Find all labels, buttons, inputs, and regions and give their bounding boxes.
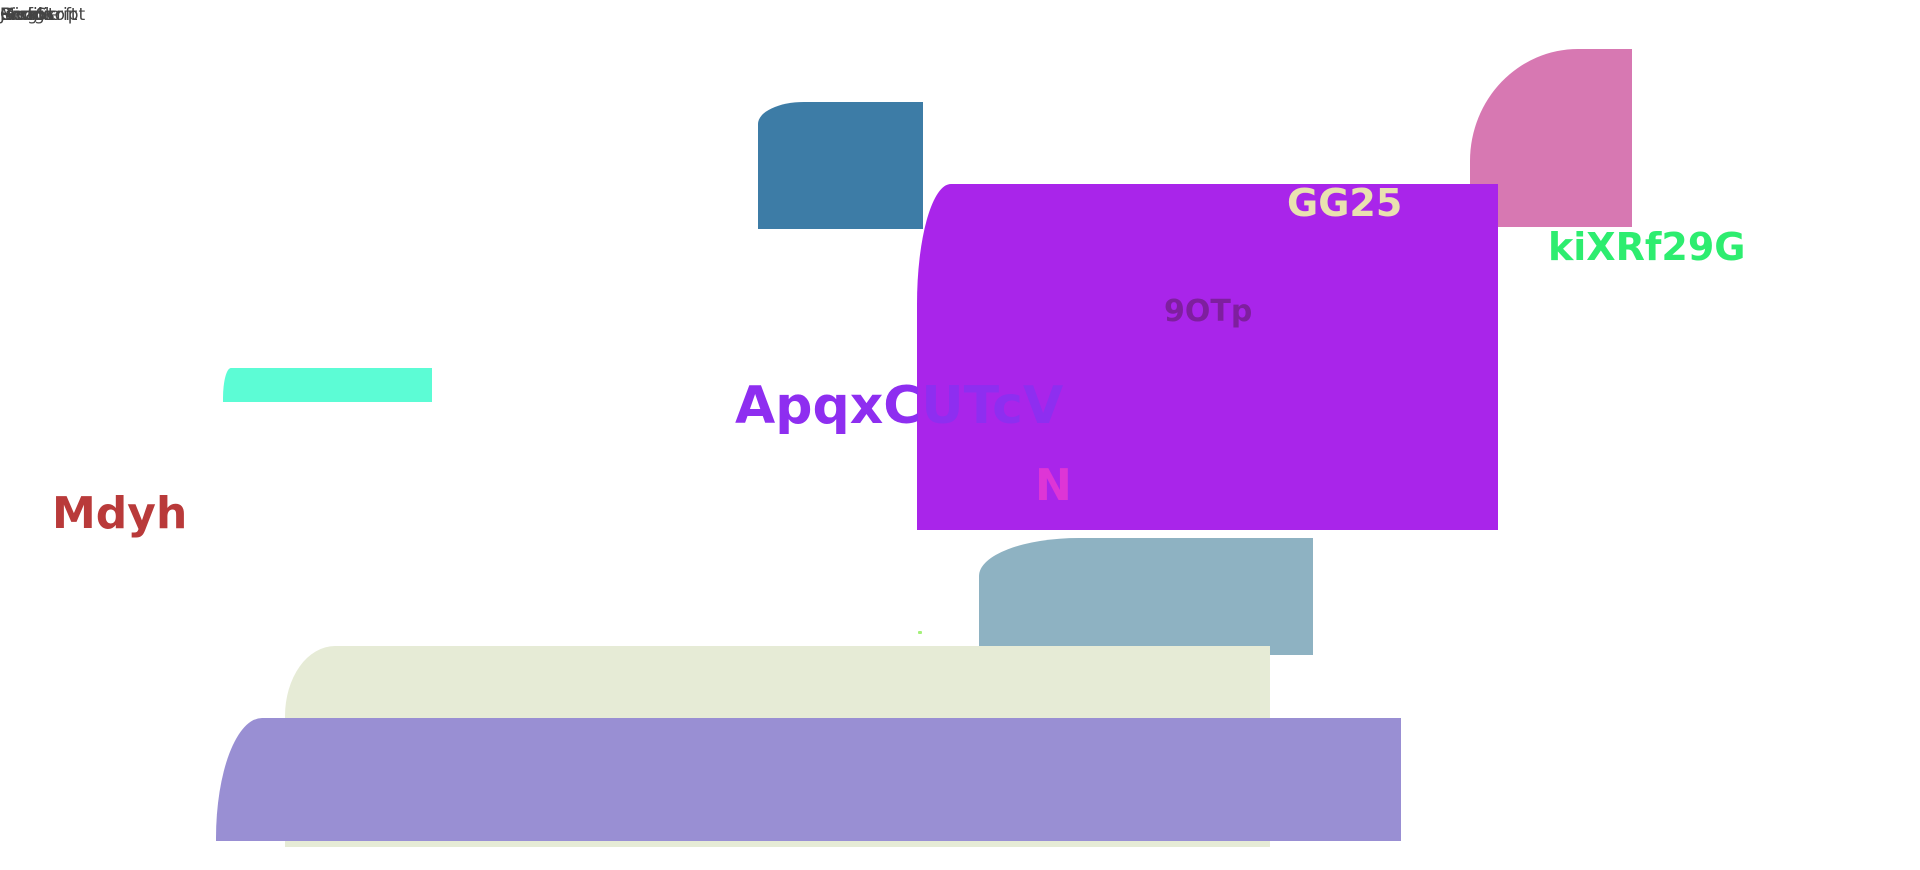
lavender-block: [216, 718, 1401, 841]
top-left-text-5: Reddit: [0, 5, 55, 25]
top-left-text-3: JavaScript: [0, 5, 86, 25]
teal-block: [223, 368, 432, 402]
label-n: N: [1035, 460, 1072, 511]
label-9otp: 9OTp: [1164, 294, 1253, 329]
top-left-text-4: Bing: [0, 5, 38, 25]
label-mdyh: Mdyh: [52, 488, 188, 539]
label-apqxcutcv: ApqxCUTcV: [735, 376, 1064, 436]
top-left-text-1: Google: [0, 5, 60, 25]
grey-blue-block: [979, 538, 1313, 655]
label-kixrf29g: kiXRf29G: [1548, 225, 1746, 269]
top-left-text-2: Microsoft: [0, 5, 78, 25]
steel-blue-block: [758, 102, 923, 229]
top-left-text-6: Profile: [0, 5, 53, 25]
label-gg25: GG25: [1287, 181, 1403, 225]
tiny-green-dot: [918, 631, 922, 634]
purple-block: [917, 184, 1498, 530]
